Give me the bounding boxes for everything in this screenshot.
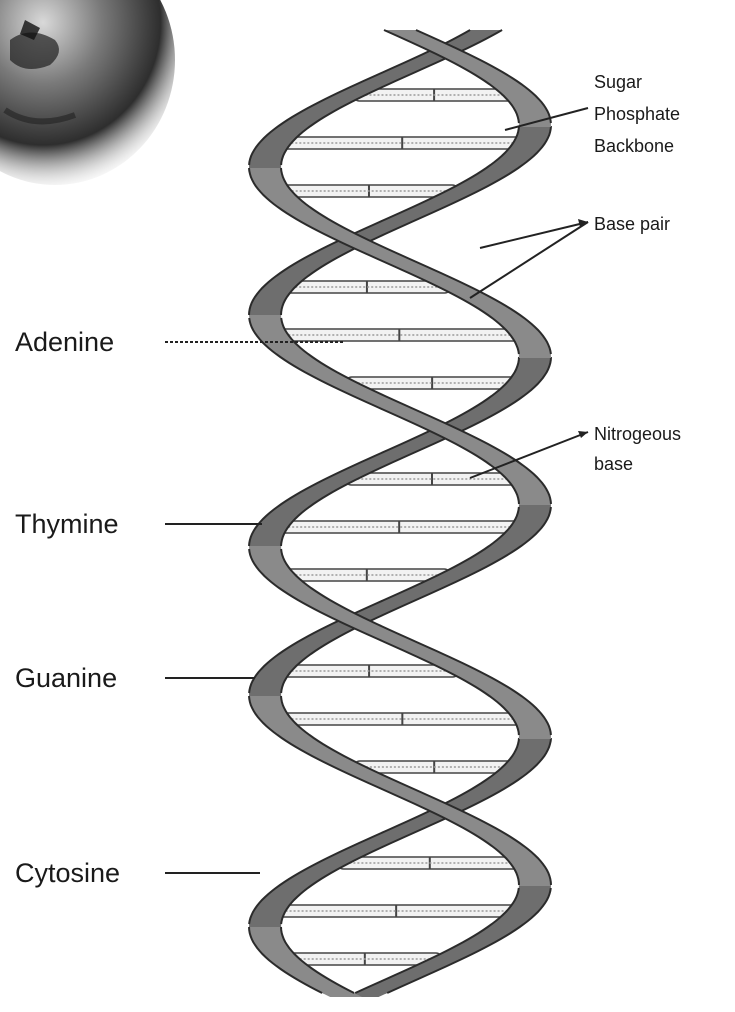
label-backbone-line-2: Phosphate bbox=[594, 104, 680, 124]
base-pair-rung bbox=[280, 185, 459, 197]
backbone-a-front-segment bbox=[519, 882, 551, 886]
label-backbone-line-3: Backbone bbox=[594, 136, 674, 156]
backbone-b-front-segment bbox=[519, 735, 551, 739]
leader-line-base-pair-b bbox=[470, 222, 588, 298]
label-cytosine: Cytosine bbox=[15, 858, 120, 888]
label-thymine: Thymine bbox=[15, 509, 119, 539]
base-pair-rung bbox=[354, 761, 515, 773]
base-pair-rung bbox=[353, 89, 514, 101]
label-guanine: Guanine bbox=[15, 663, 117, 693]
base-pair-rung bbox=[337, 857, 522, 869]
label-nitrogenous-base-line-2: base bbox=[594, 454, 633, 474]
label-adenine: Adenine bbox=[15, 327, 114, 357]
arrow-tip-nitrogenous-base bbox=[578, 431, 588, 438]
base-pair-rung bbox=[283, 569, 450, 581]
label-nitrogenous-base-line-1: Nitrogeous bbox=[594, 424, 681, 444]
base-pair-rung bbox=[279, 665, 458, 677]
base-pair-rung bbox=[276, 521, 522, 533]
base-pair-rung bbox=[276, 329, 522, 341]
base-pair-rung bbox=[346, 377, 519, 389]
label-base-pair: Base pair bbox=[594, 214, 670, 234]
base-pair-rung bbox=[274, 905, 519, 917]
base-pair-rung bbox=[279, 713, 525, 725]
backbone-a-front-segment bbox=[519, 501, 551, 505]
base-pair-rung bbox=[279, 137, 525, 149]
label-backbone-line-1: Sugar bbox=[594, 72, 642, 92]
backbone-b-front-segment bbox=[519, 354, 551, 358]
base-pair-rung bbox=[345, 473, 518, 485]
base-pair-rung bbox=[283, 281, 450, 293]
micrograph-photo bbox=[0, 0, 175, 185]
leader-line-base-pair-a bbox=[480, 222, 588, 248]
